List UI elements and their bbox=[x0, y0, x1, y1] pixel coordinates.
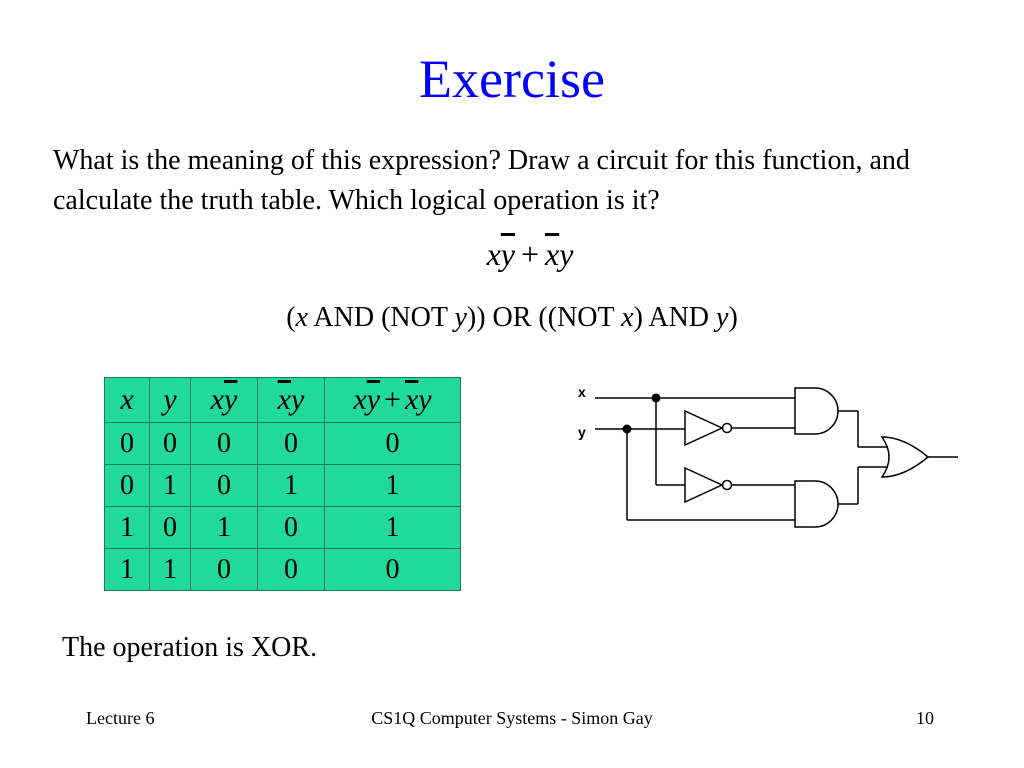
junction-y bbox=[622, 424, 632, 434]
or-gate bbox=[880, 436, 930, 478]
table-cell: 0 bbox=[257, 548, 325, 591]
and-gate-upper bbox=[794, 387, 839, 435]
slide-title: Exercise bbox=[419, 49, 605, 109]
table-cell: 1 bbox=[104, 506, 150, 549]
input-label-y: y bbox=[578, 424, 586, 440]
table-cell: 0 bbox=[149, 422, 191, 465]
not-bubble-upper bbox=[721, 422, 733, 434]
truth-table: x y xy xy xy+xy 0 0 0 0 0 0 1 0 1 1 1 0 … bbox=[104, 377, 461, 591]
input-label-x: x bbox=[578, 384, 586, 400]
expr-term-not-x: x bbox=[545, 236, 560, 272]
table-cell: 0 bbox=[257, 422, 325, 465]
table-cell: 1 bbox=[149, 548, 191, 591]
meaning-part: ) AND bbox=[633, 302, 717, 333]
expr-plus: + bbox=[520, 236, 540, 272]
not-gate-lower bbox=[684, 466, 724, 504]
table-row: 1 0 1 0 1 bbox=[104, 506, 461, 549]
table-cell: 0 bbox=[190, 548, 258, 591]
table-cell: 1 bbox=[149, 464, 191, 507]
meaning-part: ( bbox=[286, 302, 296, 333]
not-bubble-lower bbox=[721, 479, 733, 491]
xor-circuit-diagram: x y bbox=[578, 384, 958, 528]
table-cell: 0 bbox=[190, 422, 258, 465]
boolean-expression: xy+xy bbox=[0, 232, 1024, 276]
meaning-part: )) OR ((NOT bbox=[466, 302, 622, 333]
junction-x bbox=[651, 393, 661, 403]
expr-term-x: x bbox=[486, 236, 501, 272]
meaning-part: AND (NOT bbox=[307, 302, 455, 333]
header-not-x-y: xy bbox=[257, 377, 325, 423]
header-x: x bbox=[104, 377, 150, 423]
table-cell: 0 bbox=[257, 506, 325, 549]
table-cell: 0 bbox=[324, 422, 461, 465]
footer-course: CS1Q Computer Systems - Simon Gay bbox=[371, 708, 653, 728]
truth-table-header: x y xy xy xy+xy bbox=[104, 377, 461, 423]
table-cell: 1 bbox=[190, 506, 258, 549]
table-cell: 0 bbox=[104, 422, 150, 465]
table-row: 0 1 0 1 1 bbox=[104, 464, 461, 507]
table-row: 1 1 0 0 0 bbox=[104, 548, 461, 591]
meaning-part: ) bbox=[728, 302, 738, 333]
answer-text: The operation is XOR. bbox=[62, 632, 318, 663]
footer-lecture: Lecture 6 bbox=[86, 708, 155, 728]
table-cell: 1 bbox=[324, 506, 461, 549]
expr-term-not-y: y bbox=[500, 236, 515, 272]
table-cell: 0 bbox=[104, 464, 150, 507]
table-cell: 0 bbox=[190, 464, 258, 507]
table-cell: 1 bbox=[257, 464, 325, 507]
header-y: y bbox=[149, 377, 191, 423]
header-sum: xy+xy bbox=[324, 377, 461, 423]
meaning-var: y bbox=[454, 302, 467, 333]
table-cell: 1 bbox=[324, 464, 461, 507]
expr-term-y: y bbox=[559, 236, 574, 272]
meaning-var: x bbox=[621, 302, 634, 333]
not-gate-upper bbox=[684, 409, 724, 447]
table-cell: 0 bbox=[149, 506, 191, 549]
table-row: 0 0 0 0 0 bbox=[104, 422, 461, 465]
meaning-var: x bbox=[295, 302, 308, 333]
table-cell: 0 bbox=[324, 548, 461, 591]
table-cell: 1 bbox=[104, 548, 150, 591]
header-x-not-y: xy bbox=[190, 377, 258, 423]
expression-meaning: (x AND (NOT y)) OR ((NOT x) AND y) bbox=[0, 298, 1024, 338]
meaning-var: y bbox=[716, 302, 729, 333]
footer-slide-number: 10 bbox=[916, 708, 934, 728]
question-text: What is the meaning of this expression? … bbox=[53, 145, 910, 216]
and-gate-lower bbox=[794, 480, 839, 528]
